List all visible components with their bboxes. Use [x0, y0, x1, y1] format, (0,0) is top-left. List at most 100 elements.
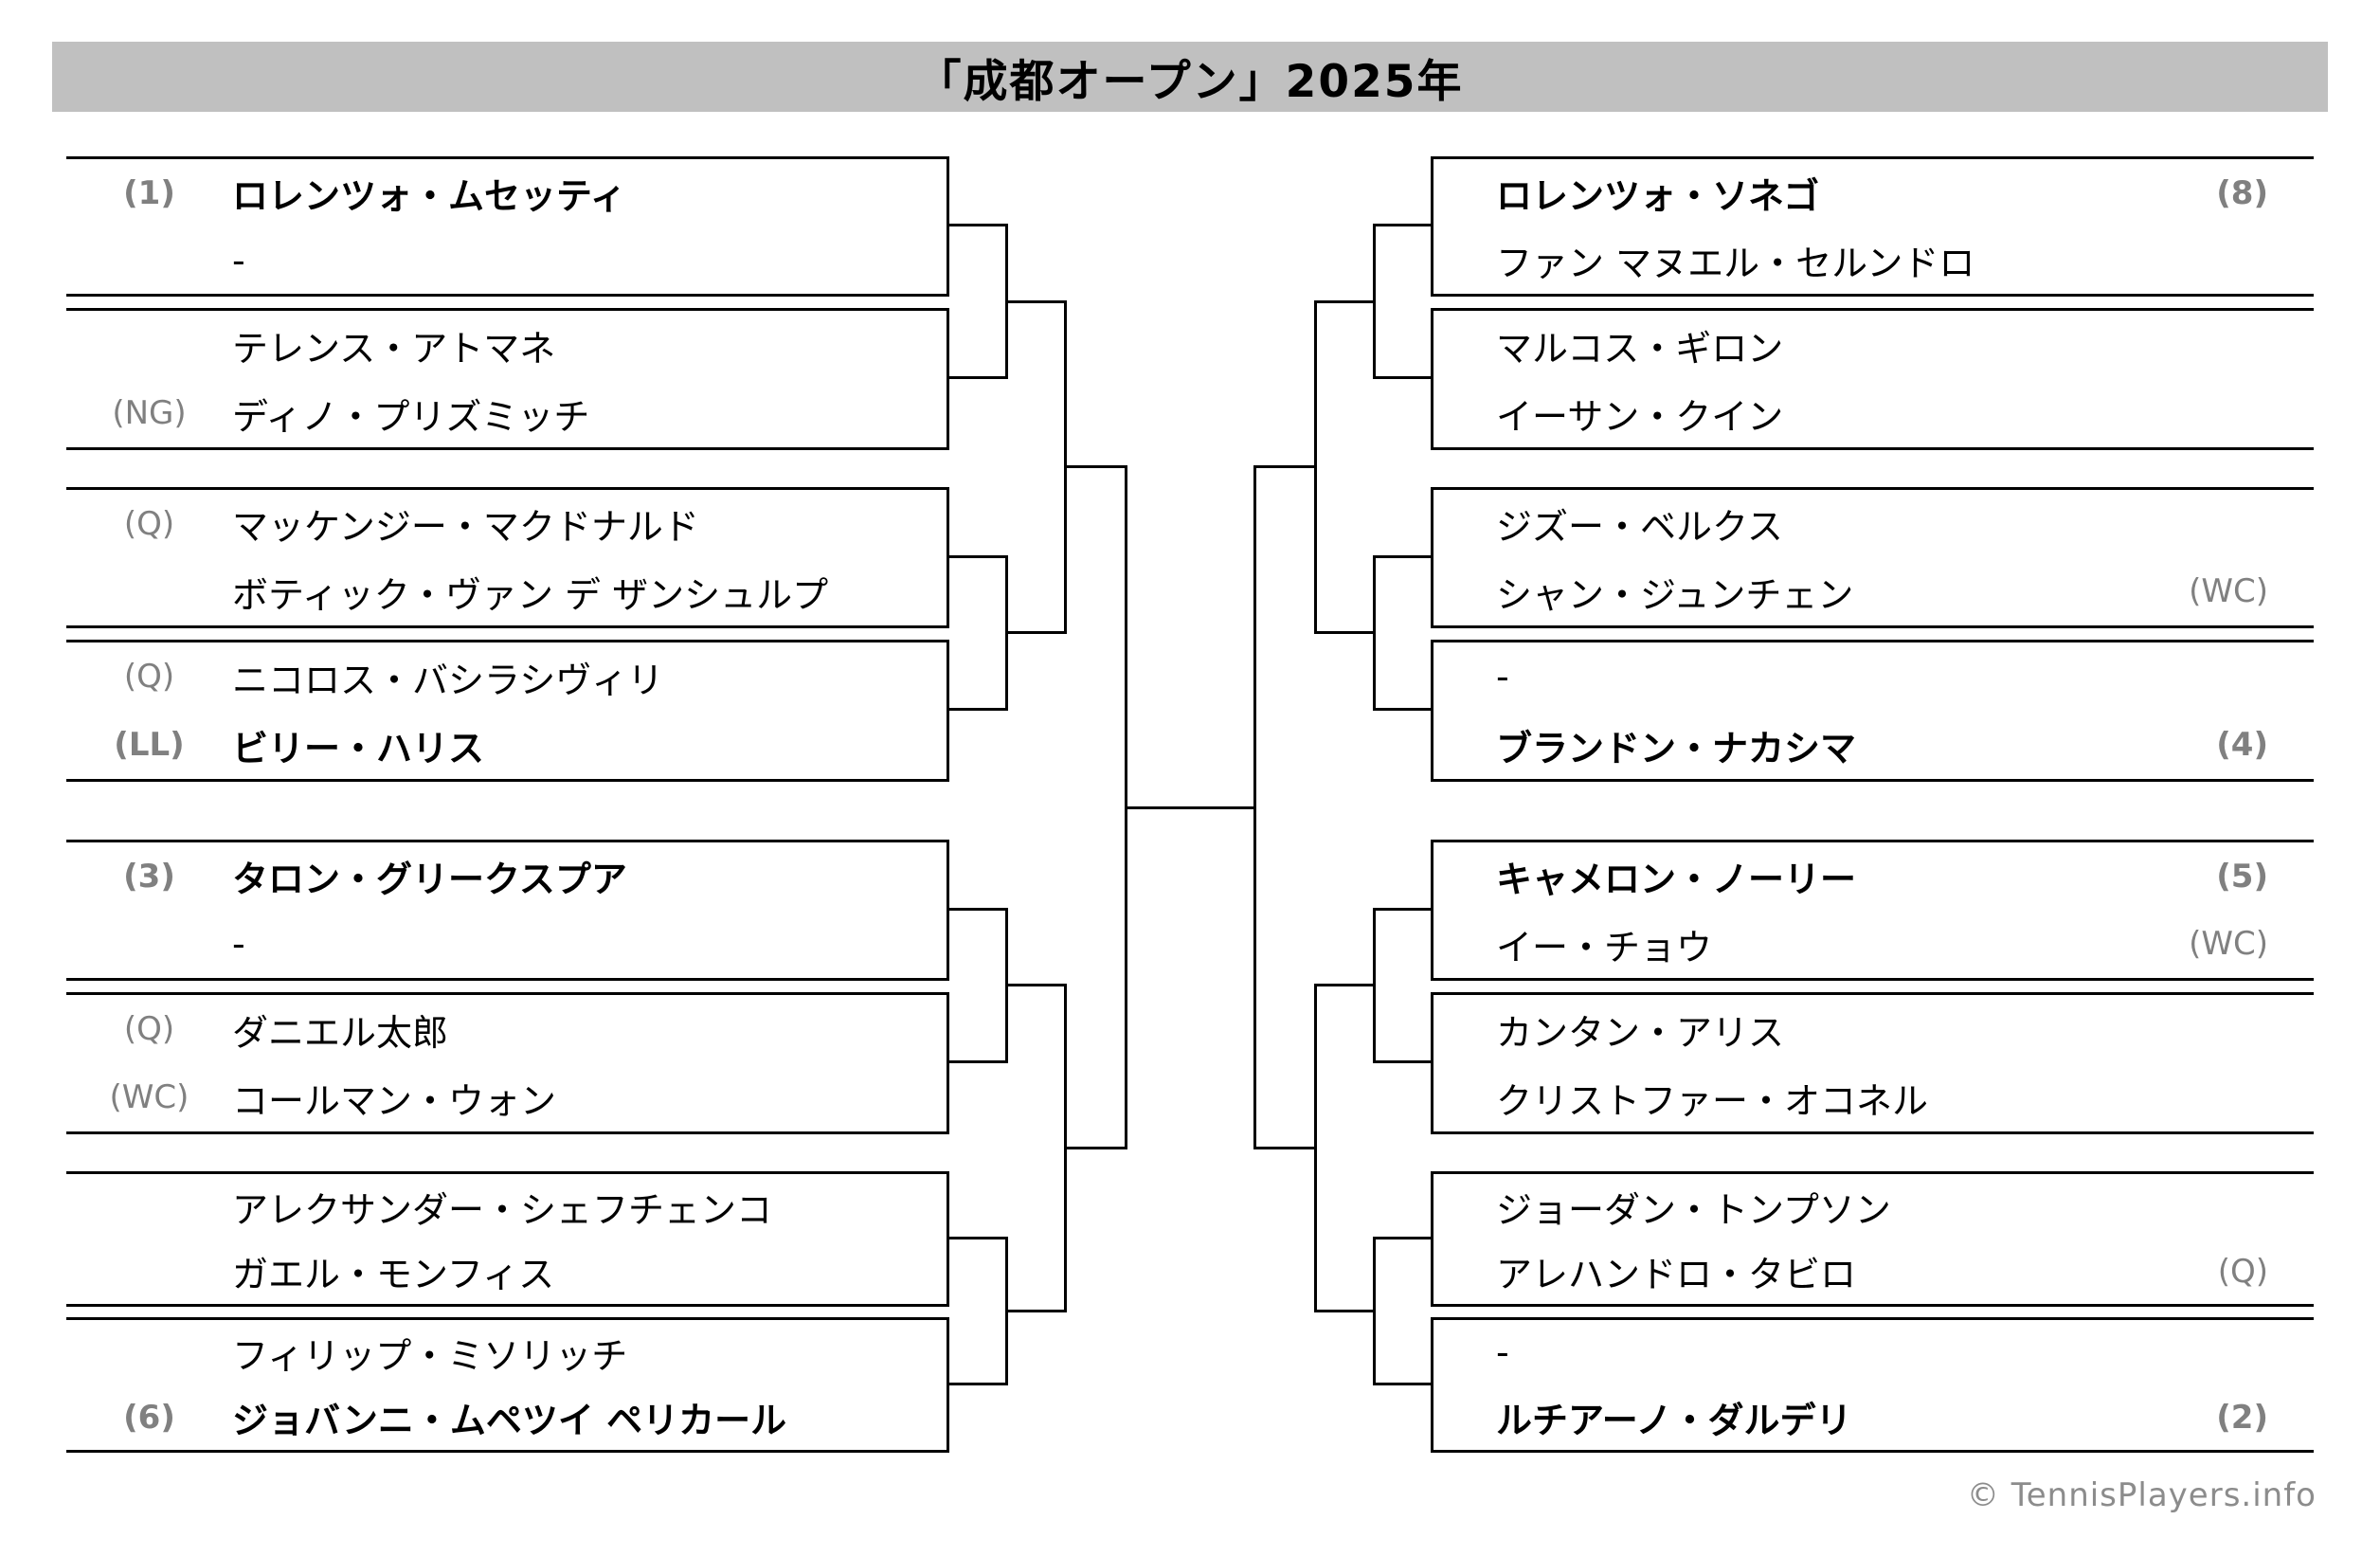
player-row: (6) ジョバンニ・ムペツイ ペリカール — [66, 1385, 947, 1451]
player-name: - — [1496, 656, 1509, 697]
player-row: (1) ロレンツォ・ムセッティ — [66, 159, 947, 226]
player-row: - — [66, 226, 947, 294]
entry-tag: (4) — [2216, 726, 2268, 764]
player-row: ファン マヌエル・セルンドロ — [1433, 226, 2314, 294]
bracket-connector-line — [1313, 1309, 1376, 1312]
entry-tag: (1) — [123, 173, 175, 212]
player-row: アレハンドロ・タビロ(Q) — [1433, 1239, 2314, 1305]
player-row: ブランドン・ナカシマ(4) — [1433, 711, 2314, 779]
player-row: マルコス・ギロン — [1433, 311, 2314, 379]
player-row: (3) タロン・グリークスプア — [66, 842, 947, 911]
player-row: (Q) マッケンジー・マクドナルド — [66, 490, 947, 558]
bracket-connector-line — [1063, 465, 1127, 469]
bracket-connector-line — [1372, 1382, 1433, 1385]
player-row: (NG) ディノ・プリズミッチ — [66, 379, 947, 447]
player-row: クリストファー・オコネル — [1433, 1063, 2314, 1131]
bracket-connector-line — [1004, 299, 1067, 303]
player-row: キャメロン・ノーリー(5) — [1433, 842, 2314, 911]
player-name: ダニエル太郎 — [232, 1011, 449, 1054]
bracket-connector-line — [1313, 984, 1376, 987]
match-box-left-5: (3) タロン・グリークスプア - — [66, 840, 949, 981]
player-row: ジズー・ベルクス — [1433, 490, 2314, 558]
bracket-connector-line — [1004, 1309, 1067, 1312]
player-row: ルチアーノ・ダルデリ(2) — [1433, 1385, 2314, 1451]
match-box-right-4: - ブランドン・ナカシマ(4) — [1431, 640, 2314, 782]
entry-tag: (Q) — [123, 1010, 175, 1048]
player-name: ディノ・プリズミッチ — [232, 395, 590, 438]
player-name: クリストファー・オコネル — [1496, 1079, 1929, 1122]
player-name: - — [232, 239, 245, 281]
title-bar: 「成都オープン」2025年 — [52, 42, 2328, 112]
player-name: フィリップ・ミソリッチ — [232, 1334, 628, 1377]
player-name: ジョーダン・トンプソン — [1496, 1188, 1891, 1231]
player-name: テレンス・アトマネ — [232, 327, 556, 370]
bracket-connector-line — [947, 708, 1008, 711]
player-row: ジョーダン・トンプソン — [1433, 1174, 2314, 1239]
player-row: フィリップ・ミソリッチ — [66, 1320, 947, 1385]
player-row: ロレンツォ・ソネゴ (8) — [1433, 159, 2314, 226]
bracket-connector-line — [1313, 631, 1376, 635]
entry-tag: (LL) — [114, 726, 185, 764]
bracket-connector-line — [1372, 907, 1433, 911]
player-name: タロン・グリークスプア — [232, 859, 627, 901]
entry-tag: (Q) — [123, 504, 175, 543]
player-row: - — [66, 911, 947, 979]
match-box-right-3: ジズー・ベルクスシャン・ジュンチェン(WC) — [1431, 487, 2314, 628]
entry-tag: (NG) — [112, 394, 187, 432]
player-name: カンタン・アリス — [1496, 1011, 1785, 1054]
bracket-connector-line — [1372, 224, 1433, 226]
match-box-right-2: マルコス・ギロンイーサン・クイン — [1431, 308, 2314, 450]
bracket-connector-line — [1372, 708, 1433, 711]
player-name: マッケンジー・マクドナルド — [232, 506, 699, 549]
match-box-left-6: (Q) ダニエル太郎 (WC)コールマン・ウォン — [66, 992, 949, 1134]
player-row: アレクサンダー・シェフチェンコ — [66, 1174, 947, 1239]
bracket-connector-line — [1004, 984, 1067, 987]
page-title: 「成都オープン」2025年 — [916, 55, 1464, 108]
player-name: ロレンツォ・ムセッティ — [232, 175, 626, 217]
player-name: ファン マヌエル・セルンドロ — [1496, 243, 1975, 284]
player-row: (WC)コールマン・ウォン — [66, 1063, 947, 1131]
match-box-right-1: ロレンツォ・ソネゴ (8) ファン マヌエル・セルンドロ — [1431, 156, 2314, 297]
player-row: イー・チョウ(WC) — [1433, 911, 2314, 979]
player-row: テレンス・アトマネ — [66, 311, 947, 379]
player-name: ロレンツォ・ソネゴ — [1496, 175, 1820, 217]
match-box-left-1: (1) ロレンツォ・ムセッティ - — [66, 156, 949, 297]
bracket-connector-line — [947, 1060, 1008, 1063]
bracket-connector-line — [947, 376, 1008, 379]
player-name: ガエル・モンフィス — [232, 1254, 555, 1296]
bracket-connector-line — [1372, 376, 1433, 379]
bracket-connector-line — [1253, 465, 1317, 469]
entry-tag: (8) — [2216, 173, 2268, 212]
match-box-left-2: テレンス・アトマネ (NG) ディノ・プリズミッチ — [66, 308, 949, 450]
entry-tag: (3) — [123, 857, 175, 896]
bracket-connector-line — [1124, 805, 1256, 809]
match-box-left-7: アレクサンダー・シェフチェンコガエル・モンフィス — [66, 1171, 949, 1307]
bracket-connector-line — [1313, 299, 1376, 303]
player-name: - — [232, 923, 245, 966]
entry-tag: (2) — [2216, 1398, 2268, 1437]
player-name: ニコロス・バシラシヴィリ — [232, 659, 664, 701]
player-name: マルコス・ギロン — [1496, 327, 1784, 370]
player-name: シャン・ジュンチェン — [1496, 573, 1854, 616]
player-name: アレクサンダー・シェフチェンコ — [232, 1188, 773, 1231]
bracket-connector-line — [947, 224, 1008, 226]
bracket-connector-line — [947, 1382, 1008, 1385]
match-box-right-7: ジョーダン・トンプソンアレハンドロ・タビロ(Q) — [1431, 1171, 2314, 1307]
player-name: キャメロン・ノーリー — [1496, 859, 1857, 901]
player-row: - — [1433, 642, 2314, 711]
player-row: ガエル・モンフィス — [66, 1239, 947, 1305]
entry-tag: (Q) — [123, 658, 175, 696]
bracket-connector-line — [1253, 1146, 1317, 1149]
player-name: イーサン・クイン — [1496, 395, 1784, 438]
entry-tag: (6) — [123, 1398, 175, 1437]
player-name: アレハンドロ・タビロ — [1496, 1254, 1857, 1296]
player-row: ボティック・ヴァン デ ザンシュルプ — [66, 558, 947, 626]
bracket-connector-line — [1004, 631, 1067, 635]
player-name: ジョバンニ・ムペツイ ペリカール — [232, 1400, 787, 1442]
match-box-left-3: (Q) マッケンジー・マクドナルドボティック・ヴァン デ ザンシュルプ — [66, 487, 949, 628]
bracket-connector-line — [947, 554, 1008, 558]
player-name: コールマン・ウォン — [232, 1079, 557, 1122]
player-row: (LL)ビリー・ハリス — [66, 711, 947, 779]
player-row: カンタン・アリス — [1433, 995, 2314, 1063]
player-row: - — [1433, 1320, 2314, 1385]
